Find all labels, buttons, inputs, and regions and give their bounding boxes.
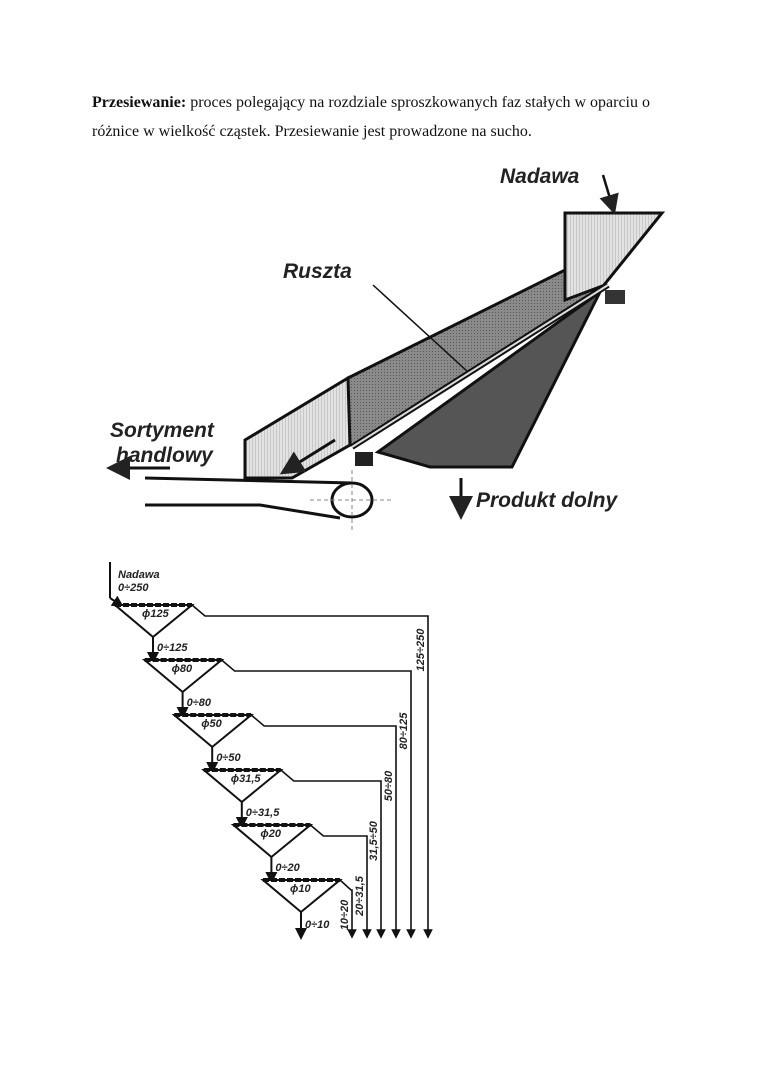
oversize-range-label: 80÷125 [398,712,410,750]
feed-arrow [599,174,619,215]
flow-feed-range: 0÷250 [118,582,149,594]
sieve-size-label: ϕ10 [290,883,311,895]
oversize-line [250,714,401,939]
oversize-chute [243,375,352,480]
oversize-label-2: handlowy [116,444,214,467]
sieve-size-label: ϕ80 [172,663,193,675]
definition-term: Przesiewanie: [92,94,187,111]
feed-label: Nadawa [500,165,580,188]
oversize-range-label: 50÷80 [383,770,395,801]
bearing [605,290,625,304]
undersize-range-label: 0÷31,5 [246,807,280,819]
oversize-label: Sortyment [110,419,215,442]
undersize-hopper [374,290,602,469]
undersize-range-label: 0÷125 [157,642,188,654]
undersize-range-label: 0÷50 [216,752,241,764]
oversize-line [339,879,357,939]
definition-text: proces polegający na rozdziale sproszkow… [92,94,650,140]
oversize-range-label: 125÷250 [415,628,427,672]
undersize-range-label: 0÷20 [275,862,300,874]
undersize-range-label: 0÷80 [187,697,212,709]
grate-label: Ruszta [283,260,352,283]
sieve-size-label: ϕ125 [142,608,170,620]
definition-paragraph: Przesiewanie: proces polegający na rozdz… [92,88,652,146]
sieve-stage [112,604,195,639]
oversize-line [221,659,416,939]
undersize-label: Produkt dolny [476,489,618,512]
oversize-range-label: 31,5÷50 [368,820,380,861]
flow-feed-label: Nadawa [118,569,160,581]
sieve-stage [260,879,343,914]
sieve-stage [201,769,284,804]
sieve-size-label: ϕ20 [260,828,281,840]
oversize-range-label: 20÷31,5 [354,875,366,917]
undersize-range-label: 0÷10 [305,919,330,931]
sieve-stage [171,714,254,749]
oversize-range-label: 10÷20 [339,899,351,930]
oversize-line [191,604,433,939]
grate-leader [372,284,469,373]
sieve-stage [230,824,314,859]
oversize-line [280,769,386,939]
sieve-stage [141,659,225,694]
sieve-size-label: ϕ50 [201,718,222,730]
sieve-size-label: ϕ31,5 [231,773,262,785]
oversize-line [309,824,372,939]
conveyor-belt [144,476,353,485]
